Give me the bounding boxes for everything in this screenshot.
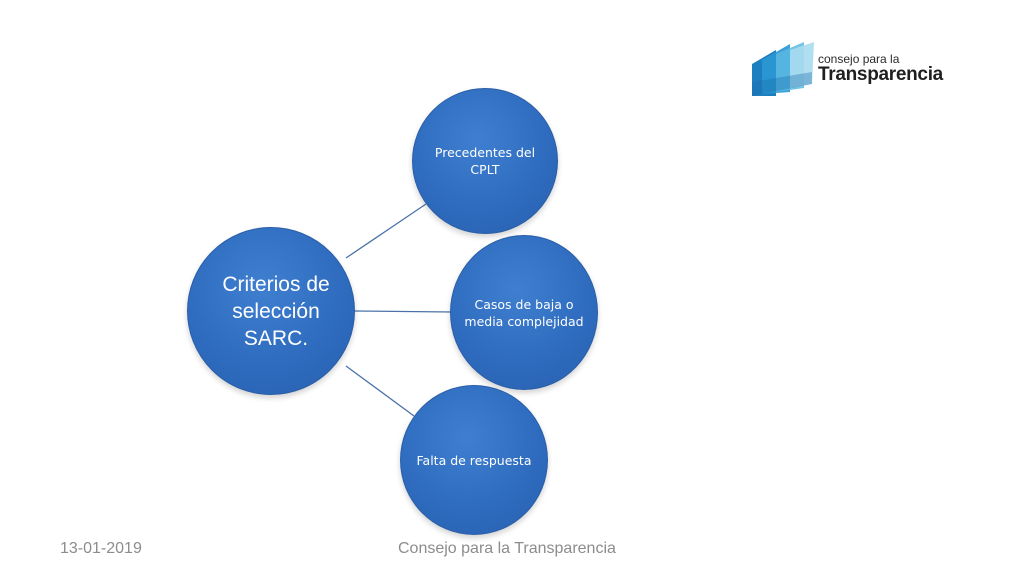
node-precedentes: Precedentes del CPLT bbox=[412, 88, 558, 234]
center-node-criterios: Criterios de selección SARC. bbox=[187, 227, 355, 395]
node-casos-complejidad: Casos de baja o media complejidad bbox=[450, 235, 598, 390]
connector-center-node2 bbox=[354, 310, 453, 313]
footer-date: 13-01-2019 bbox=[60, 540, 142, 557]
footer-organization: Consejo para la Transparencia bbox=[398, 540, 616, 557]
connector-center-node1 bbox=[345, 203, 427, 259]
center-node-label: Criterios de selección SARC. bbox=[222, 272, 330, 350]
connector-center-node3 bbox=[345, 365, 415, 417]
logo-text-line2: Transparencia bbox=[818, 64, 943, 85]
node-falta-label: Falta de respuesta bbox=[416, 452, 532, 468]
logo-text-line1: consejo para la bbox=[818, 52, 900, 66]
consejo-transparencia-logo: consejo para la Transparencia bbox=[752, 42, 947, 100]
logo-mark-icon bbox=[752, 42, 814, 96]
node-precedentes-label: Precedentes del CPLT bbox=[434, 145, 536, 177]
node-casos-label: Casos de baja o media complejidad bbox=[464, 296, 584, 329]
node-falta-respuesta: Falta de respuesta bbox=[400, 385, 548, 535]
